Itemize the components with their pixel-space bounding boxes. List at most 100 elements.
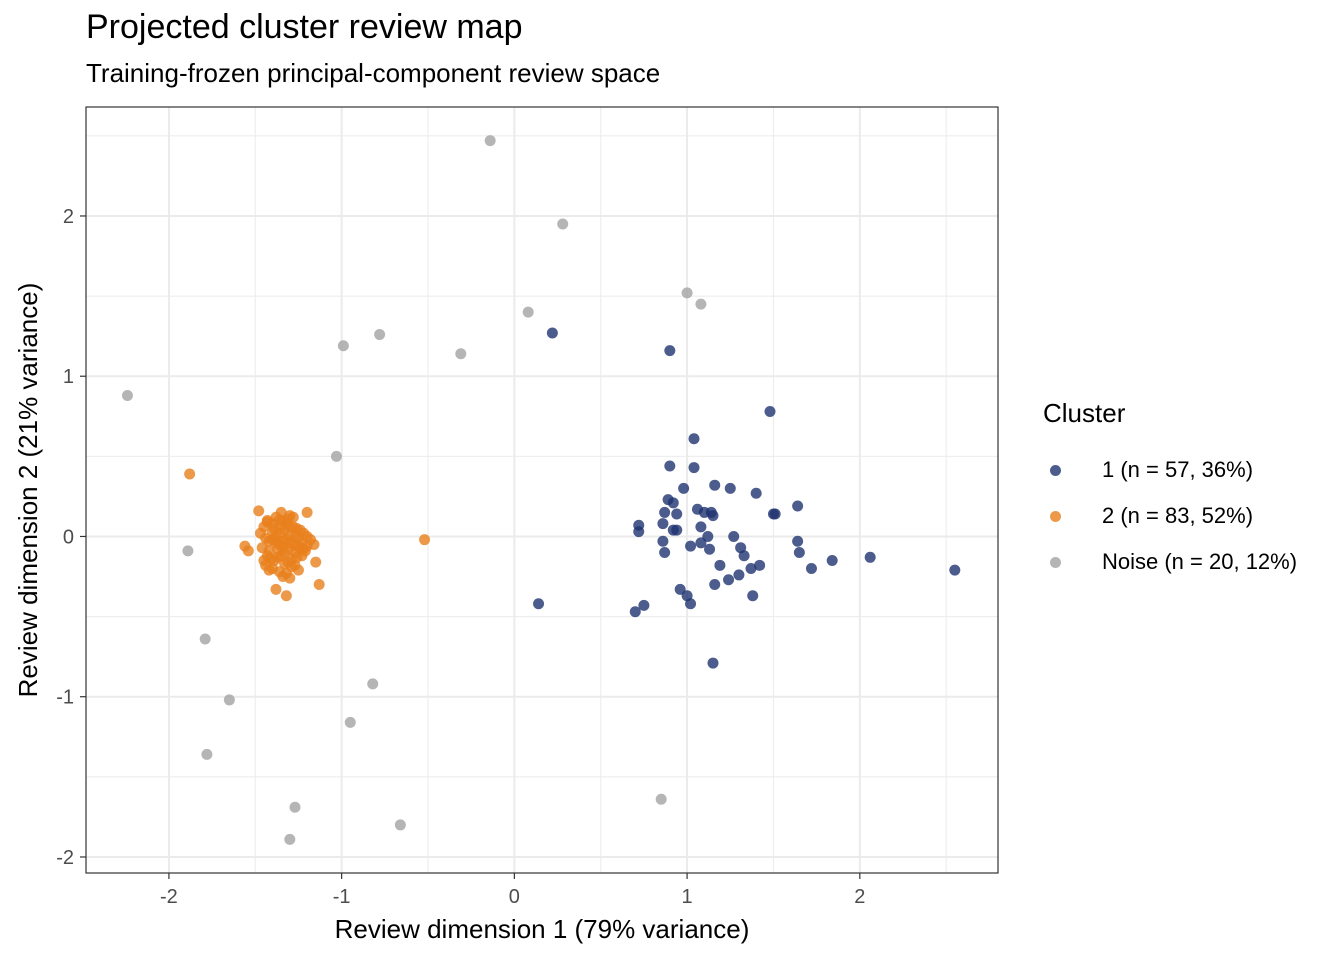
data-point <box>792 535 804 547</box>
data-point <box>671 508 683 520</box>
x-tick-label: 1 <box>682 886 693 908</box>
data-point <box>121 389 133 401</box>
data-point <box>664 345 676 357</box>
data-point <box>949 564 961 576</box>
data-point <box>337 340 349 352</box>
data-point <box>289 801 301 813</box>
minor-gridlines <box>86 107 998 873</box>
data-point <box>707 510 719 522</box>
chart-subtitle: Training-frozen principal-component revi… <box>86 58 661 88</box>
x-tick-label: 0 <box>509 886 520 908</box>
legend-item-noise: Noise (n = 20, 12%) <box>1043 539 1297 585</box>
data-point <box>657 518 669 530</box>
data-point <box>419 534 431 546</box>
data-point <box>284 833 296 845</box>
data-point <box>864 551 876 563</box>
data-point <box>695 521 707 533</box>
legend-item-cluster-2: 2 (n = 83, 52%) <box>1043 493 1297 539</box>
y-tick-label: 0 <box>63 526 74 548</box>
data-point <box>533 598 545 610</box>
data-point <box>291 551 303 563</box>
data-point <box>792 500 804 512</box>
data-point <box>664 460 676 472</box>
chart-title: Projected cluster review map <box>86 8 523 46</box>
data-point <box>344 716 356 728</box>
y-tick-label: -2 <box>56 847 74 869</box>
y-tick-label: 1 <box>63 366 74 388</box>
data-point <box>223 694 235 706</box>
data-point <box>284 572 296 584</box>
data-point <box>330 450 342 462</box>
data-point <box>805 563 817 575</box>
data-point <box>546 327 558 339</box>
data-point <box>685 540 697 552</box>
data-point <box>702 530 714 542</box>
data-point <box>254 527 266 539</box>
data-point <box>313 579 325 591</box>
data-point <box>455 348 467 360</box>
data-point <box>275 521 287 533</box>
data-point <box>714 559 726 571</box>
data-point <box>826 555 838 567</box>
data-point <box>707 657 719 669</box>
data-point <box>728 530 740 542</box>
data-point <box>733 569 745 581</box>
data-point <box>242 545 254 557</box>
data-point <box>688 433 700 445</box>
data-point <box>287 511 299 523</box>
legend-dot-icon <box>1049 510 1061 522</box>
data-point <box>374 329 386 341</box>
data-point <box>657 535 669 547</box>
data-point <box>709 479 721 491</box>
data-point <box>723 574 735 586</box>
legend-title: Cluster <box>1043 398 1126 428</box>
legend-label: 1 (n = 57, 36%) <box>1102 457 1254 482</box>
data-point <box>310 556 322 568</box>
data-point <box>557 218 569 230</box>
data-point <box>764 405 776 417</box>
legend-dot-icon <box>1049 464 1061 476</box>
data-point <box>261 514 273 526</box>
data-point <box>301 540 313 552</box>
legend-item-cluster-1: 1 (n = 57, 36%) <box>1043 447 1297 493</box>
legend-key <box>1041 447 1069 493</box>
data-point <box>522 306 534 318</box>
panel-border <box>85 106 999 874</box>
data-point <box>638 599 650 611</box>
data-point <box>704 543 716 555</box>
data-point <box>671 524 683 536</box>
data-point <box>199 633 211 645</box>
data-point <box>667 497 679 509</box>
data-point <box>484 135 496 147</box>
data-point <box>769 508 781 520</box>
x-tick-label: -1 <box>333 886 351 908</box>
data-point <box>633 526 645 538</box>
data-point <box>280 590 292 602</box>
data-point <box>688 462 700 474</box>
data-point <box>184 468 196 480</box>
legend-key <box>1041 539 1069 585</box>
data-point <box>747 590 759 602</box>
data-points <box>121 135 961 845</box>
data-point <box>263 545 275 557</box>
legend: Cluster 1 (n = 57, 36%) 2 (n = 83, 52%) … <box>1043 398 1297 585</box>
data-point <box>258 555 270 567</box>
data-point <box>685 598 697 610</box>
data-point <box>659 506 671 518</box>
legend-label: 2 (n = 83, 52%) <box>1102 503 1254 528</box>
data-point <box>655 793 667 805</box>
data-point <box>695 298 707 310</box>
data-point <box>674 583 686 595</box>
x-axis-label: Review dimension 1 (79% variance) <box>335 914 750 944</box>
y-axis-label: Review dimension 2 (21% variance) <box>13 283 43 698</box>
x-tick-label: -2 <box>160 886 178 908</box>
data-point <box>754 559 766 571</box>
legend-label: Noise (n = 20, 12%) <box>1102 549 1298 574</box>
y-tick-label: -1 <box>56 687 74 709</box>
data-point <box>695 537 707 549</box>
legend-dot-icon <box>1049 556 1061 568</box>
data-point <box>793 546 805 558</box>
data-point <box>394 819 406 831</box>
